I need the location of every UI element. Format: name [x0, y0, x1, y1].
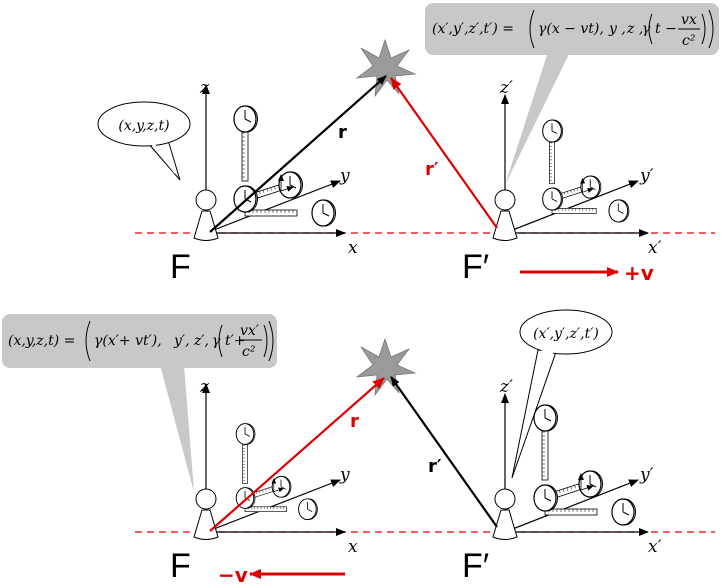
bottom-velocity-label: −v: [218, 563, 248, 585]
top-Fp-y-label: y′: [639, 166, 654, 186]
top-rprime-label: r′: [425, 159, 439, 180]
top-eq-t: t −: [655, 21, 677, 37]
bottom-eq-y: y′,: [173, 333, 190, 349]
top-eq-z: z ,: [626, 21, 643, 37]
bottom-event-burst: [356, 338, 416, 396]
top-F-y-axis: [205, 180, 341, 234]
top-vector-rprime: [390, 77, 498, 229]
bottom-frame-Fprime: z′ x′ y′ F′ (x′,y′,z′,t′): [462, 309, 662, 585]
bottom-F-x-label: x: [348, 537, 358, 557]
bottom-F-y-axis: [205, 479, 341, 533]
bottom-Fp-bubble-text: (x′,y′,z′,t′): [533, 326, 599, 342]
top-F-name: F: [170, 248, 191, 286]
bottom-Fp-y-axis: [504, 479, 639, 533]
top-Fp-observer: [492, 189, 518, 241]
bottom-eq-gamma-t: γ: [212, 333, 221, 349]
bottom-transform-callout: (x,y,z,t) = γ(x′+ vt′), y′, z′, γ t′+ vx…: [2, 314, 277, 492]
top-Fp-y-axis: [504, 180, 639, 234]
top-Fp-x-label: x′: [648, 238, 662, 258]
top-frame-F: z x y F (x,y,z,t): [97, 78, 358, 286]
bottom-Fp-observer: [492, 488, 518, 540]
bottom-eq-t: t′+: [225, 333, 246, 349]
top-Fp-z-label: z′: [499, 78, 513, 98]
top-panel: z x y F (x,y,z,t) z′ x′ y′ F′ +v: [97, 3, 719, 286]
top-F-z-label: z: [199, 78, 210, 98]
top-eq-y: y ,: [608, 21, 626, 37]
bottom-Fp-name: F′: [462, 547, 489, 585]
top-F-y-label: y: [339, 166, 350, 186]
top-r-label: r: [338, 122, 347, 143]
top-eq-gamma-t: γ: [642, 21, 651, 37]
top-eq-num: vx: [681, 12, 697, 28]
bottom-F-z-label: z: [199, 377, 210, 397]
top-velocity-label: +v: [624, 261, 654, 285]
bottom-transform-box: [2, 314, 277, 368]
bottom-F-name: F: [170, 547, 191, 585]
top-transform-callout: (x′,y′,z′,t′) = γ(x − vt), y , z , γ t −…: [425, 3, 719, 185]
bottom-Fp-z-label: z′: [499, 377, 513, 397]
top-transform-box: [425, 3, 719, 55]
bottom-frame-F: z x y F −v: [170, 377, 358, 585]
bottom-eq-num: vx′: [240, 323, 260, 339]
top-frame-Fprime: z′ x′ y′ F′ +v: [462, 78, 662, 286]
bottom-r-label: r: [350, 411, 359, 432]
bottom-Fp-y-label: y′: [639, 465, 654, 485]
bottom-Fp-x-label: x′: [648, 537, 662, 557]
top-F-bubble-text: (x,y,z,t): [118, 118, 169, 134]
bottom-eq-den: c²: [242, 344, 256, 360]
bottom-F-y-label: y: [339, 465, 350, 485]
bottom-panel: z x y F −v z′ x′ y′ F′ (x′,y′,z′,t′): [2, 309, 715, 585]
top-Fp-clock-lattice: [543, 120, 629, 222]
bottom-vector-r: [209, 377, 385, 532]
bottom-eq-gamma-x: γ(x′+ vt′),: [94, 333, 162, 349]
top-vector-r: [209, 75, 387, 233]
top-Fp-name: F′: [462, 248, 489, 286]
top-F-x-label: x: [348, 238, 358, 258]
top-eq-gamma-x: γ(x − vt),: [538, 21, 604, 37]
bottom-F-observer: [193, 488, 219, 540]
top-eq-den: c²: [682, 33, 696, 49]
bottom-rprime-label: r′: [428, 456, 442, 477]
bottom-Fp-clock-lattice: [534, 405, 636, 525]
bottom-vector-rprime: [390, 376, 498, 528]
top-eq-lhs: (x′,y′,z′,t′) =: [432, 21, 514, 37]
bottom-eq-z: z′,: [193, 333, 209, 349]
bottom-Fp-speech-bubble: (x′,y′,z′,t′): [511, 309, 613, 479]
top-F-observer: [193, 189, 219, 241]
top-event-burst: [356, 39, 416, 97]
bottom-eq-lhs: (x,y,z,t) =: [8, 333, 75, 349]
top-F-speech-bubble: (x,y,z,t): [97, 101, 191, 181]
